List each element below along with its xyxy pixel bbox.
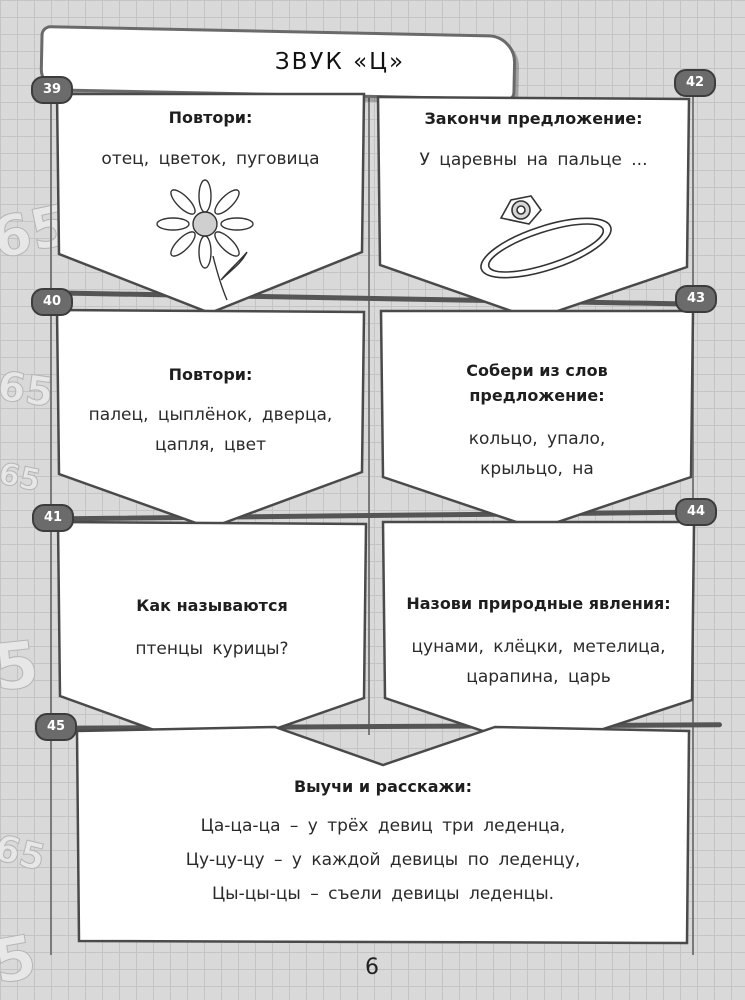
page-number: 6 [365, 955, 379, 980]
card-text: царапина, царь [466, 667, 611, 687]
card-number-badge: 40 [31, 288, 73, 316]
exercise-card-39: Повтори: отец, цветок, пуговица 39 [31, 76, 366, 315]
connector-line [368, 75, 370, 735]
card-title: предложение: [469, 386, 605, 405]
card-background [381, 520, 696, 752]
card-title: Повтори: [168, 108, 253, 127]
card-text: крыльцо, на [480, 459, 594, 479]
background-number-decor: 5 [0, 627, 43, 707]
ring-icon [480, 195, 612, 279]
card-number-badge: 39 [31, 76, 73, 104]
card-text: птенцы курицы? [135, 639, 289, 659]
exercise-card-45: Выучи и расскажи: Ца-ца-ца – у трёх деви… [35, 713, 691, 945]
background-number-decor: 365 [0, 359, 57, 417]
card-number-badge: 43 [675, 285, 717, 313]
card-text: Цы-цы-цы – съели девицы леденцы. [211, 884, 555, 904]
background-number-decor: 365 [0, 821, 49, 880]
card-number-badge: 41 [32, 504, 74, 532]
daisy-flower-icon [156, 179, 254, 301]
card-title: Закончи предложение: [424, 109, 643, 128]
exercise-card-44: Назови природные явления: цунами, клёцки… [381, 498, 717, 752]
card-title: Выучи и расскажи: [293, 777, 473, 796]
card-background [55, 308, 366, 530]
card-text: отец, цветок, пуговица [101, 149, 320, 169]
card-number-badge: 44 [675, 498, 717, 526]
card-title: Как называются [136, 596, 288, 615]
card-text: У царевны на пальце ... [419, 150, 648, 170]
card-background [75, 725, 691, 945]
card-text: палец, цыплёнок, дверца, [88, 405, 333, 425]
card-text: кольцо, упало, [468, 429, 606, 449]
card-text: цунами, клёцки, метелица, [411, 637, 666, 657]
card-text: Ца-ца-ца – у трёх девиц три леденца, [200, 816, 566, 836]
card-background [379, 309, 695, 531]
exercise-card-41: Как называются птенцы курицы? 41 [32, 504, 368, 753]
card-background [56, 520, 368, 753]
card-title: Собери из слов [466, 361, 608, 380]
card-text: Цу-цу-цу – у каждой девицы по леденцу, [185, 850, 581, 870]
background-number-decor: 365 [0, 451, 44, 500]
card-title: Назови природные явления: [406, 594, 671, 613]
exercise-card-42: Закончи предложение: У царевны на пальце… [376, 69, 716, 321]
card-number-badge: 42 [674, 69, 716, 97]
exercise-card-43: Собери из слов предложение: кольцо, упал… [379, 285, 717, 531]
card-text: цапля, цвет [155, 435, 266, 455]
background-number-decor: 5 [0, 921, 42, 999]
page-title: ЗВУК «Ц» [274, 49, 406, 75]
card-number-badge: 45 [35, 713, 77, 741]
exercise-card-40: Повтори: палец, цыплёнок, дверца, цапля,… [31, 288, 366, 530]
card-title: Повтори: [168, 365, 253, 384]
